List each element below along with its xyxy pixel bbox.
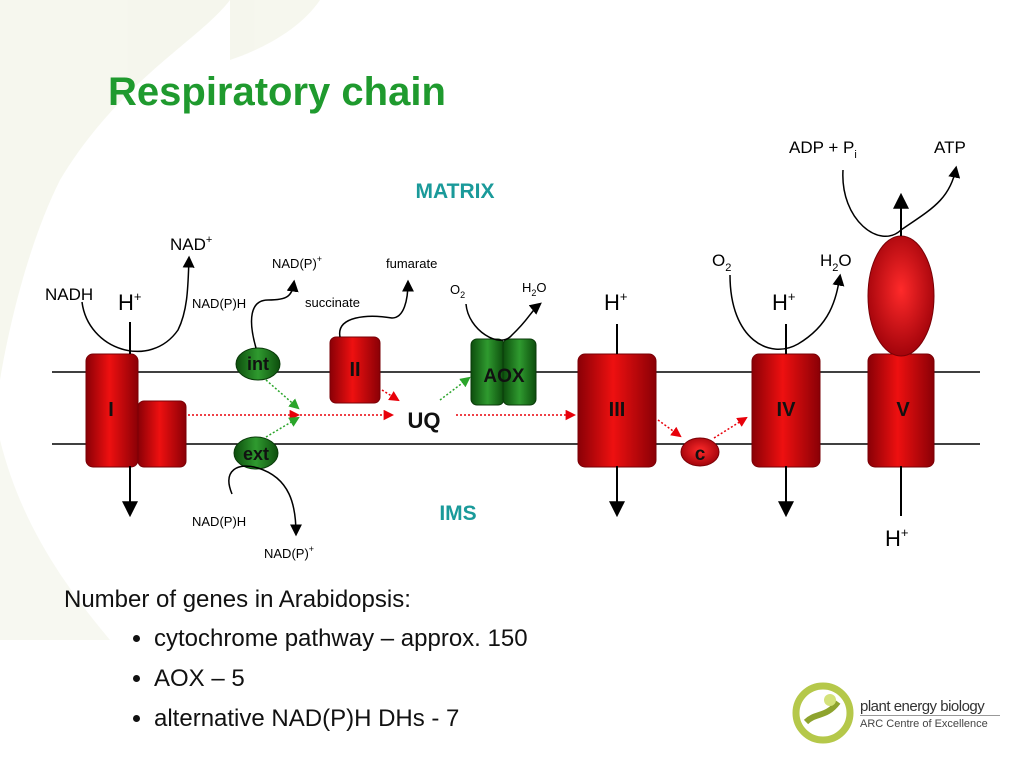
electron-flow-ii-to-uq [381, 389, 400, 402]
complex-i-label: I [108, 399, 114, 421]
external-dh [233, 436, 279, 470]
complex-ii [329, 336, 381, 404]
electron-flow-uq-to-aox [439, 376, 471, 401]
nad-plus-label: NAD+ [170, 234, 212, 254]
complex-iv-h2o-label: H2O [820, 251, 852, 274]
internal-dh-label: int [247, 354, 269, 374]
ims-label: IMS [439, 502, 476, 525]
atp-synthesis-arc-arrow [842, 165, 961, 237]
external-nadph-label: NAD(P)H [192, 514, 246, 529]
aox-o2-label: O2 [450, 282, 465, 300]
gene-info-block: Number of genes in Arabidopsis: cytochro… [64, 586, 528, 744]
complex-ii-label: II [349, 359, 360, 381]
aox-right [502, 338, 537, 406]
cytochrome-c-label: c [695, 444, 706, 465]
internal-nadp-plus-label: NAD(P)+ [272, 254, 322, 271]
page-title: Respiratory chain [108, 70, 446, 114]
nadh-label: NADH [45, 285, 93, 304]
complex-v-label: V [896, 399, 910, 421]
external-dh-arc-arrow [228, 465, 302, 537]
complex-iv-o2-label: O2 [712, 251, 731, 274]
gene-info-heading: Number of genes in Arabidopsis: [64, 586, 411, 613]
cytochrome-c [680, 437, 720, 467]
internal-dh-arc-arrow [250, 279, 299, 349]
electron-flow-int-to-uq [265, 379, 300, 410]
logo-name: plant energy biology [860, 698, 985, 715]
list-item: cytochrome pathway – approx. 150 [154, 624, 528, 654]
logo-divider [860, 715, 1000, 716]
succinate-label: succinate [305, 295, 360, 310]
complex-iv-label: IV [777, 399, 797, 421]
aox-label: AOX [483, 366, 525, 387]
electron-flow-iii-to-c [657, 419, 682, 438]
complex-v-head [867, 235, 935, 357]
internal-nadph-label: NAD(P)H [192, 296, 246, 311]
plant-energy-biology-logo: plant energy biology ARC Centre of Excel… [792, 680, 1007, 746]
atp-label: ATP [934, 138, 966, 157]
electron-flow-c-to-iv [713, 416, 748, 439]
background-swirl [0, 0, 320, 640]
adp-pi-label: ADP + Pi [789, 138, 857, 161]
ubiquinone-label: UQ [408, 408, 441, 433]
logo-subtitle: ARC Centre of Excellence [860, 718, 988, 730]
complex-iii-label: III [609, 399, 626, 421]
aox-arc-arrow [465, 302, 542, 341]
internal-dh [235, 347, 281, 381]
complex-v-h-plus: H+ [885, 525, 908, 551]
fumarate-label: fumarate [386, 256, 437, 271]
complex-iv-h-plus: H+ [772, 289, 795, 315]
external-dh-label: ext [243, 444, 269, 464]
logo-mark-icon [792, 682, 854, 744]
complex-i-arm [137, 400, 187, 468]
list-item: AOX – 5 [154, 664, 528, 694]
electron-flow-ext-to-uq [265, 416, 300, 438]
complex-ii-arc-arrow [339, 279, 414, 338]
complex-iii-h-plus: H+ [604, 289, 627, 315]
external-nadp-plus-label: NAD(P)+ [264, 544, 314, 561]
gene-info-list: cytochrome pathway – approx. 150 AOX – 5… [64, 624, 528, 734]
nadh-arc-arrow [81, 255, 195, 353]
complex-iv-arc-arrow [729, 273, 845, 350]
complex-i-h-plus: H+ [118, 289, 141, 315]
matrix-label: MATRIX [416, 180, 495, 203]
aox-h2o-label: H2O [522, 280, 547, 298]
list-item: alternative NAD(P)H DHs - 7 [154, 704, 528, 734]
